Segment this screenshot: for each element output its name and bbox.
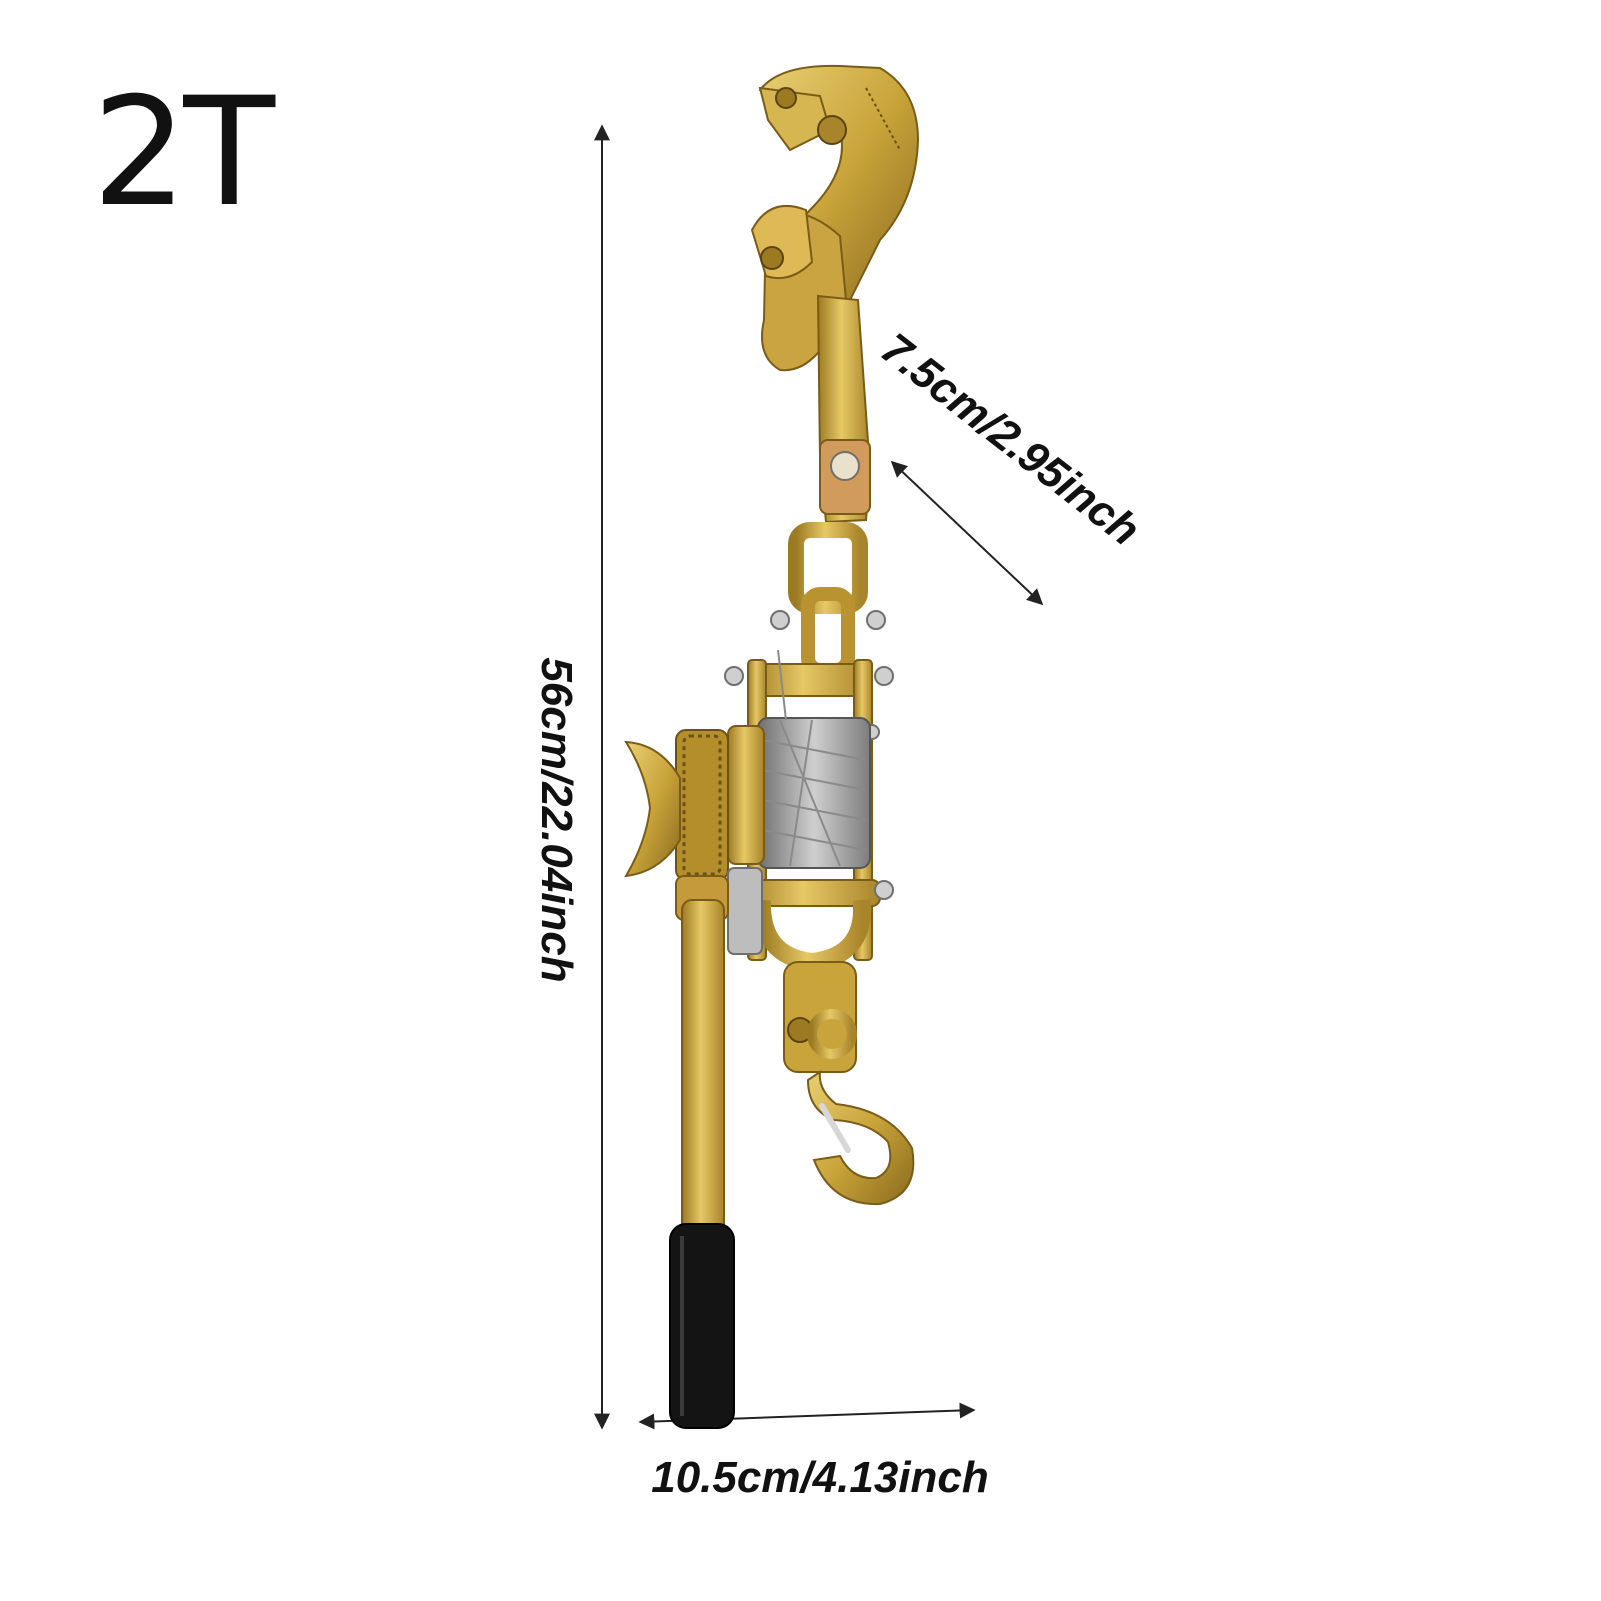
height-dimension-label: 56cm/22.04inch (532, 657, 581, 983)
upper-shackle (770, 522, 886, 677)
hinge-bolt (830, 451, 860, 481)
lower-shackle (783, 961, 857, 1073)
lever-handle (669, 875, 735, 1429)
wire-drum (727, 649, 871, 869)
wing-nut-icon (624, 740, 681, 878)
hook-icon (806, 1069, 915, 1206)
ratchet-gear (624, 729, 763, 955)
capacity-label: 2T (92, 66, 275, 240)
jaw-dimension-arrow (890, 460, 1044, 606)
width-dimension-label: 10.5cm/4.13inch (651, 1453, 989, 1502)
rubber-grip (669, 1223, 735, 1429)
